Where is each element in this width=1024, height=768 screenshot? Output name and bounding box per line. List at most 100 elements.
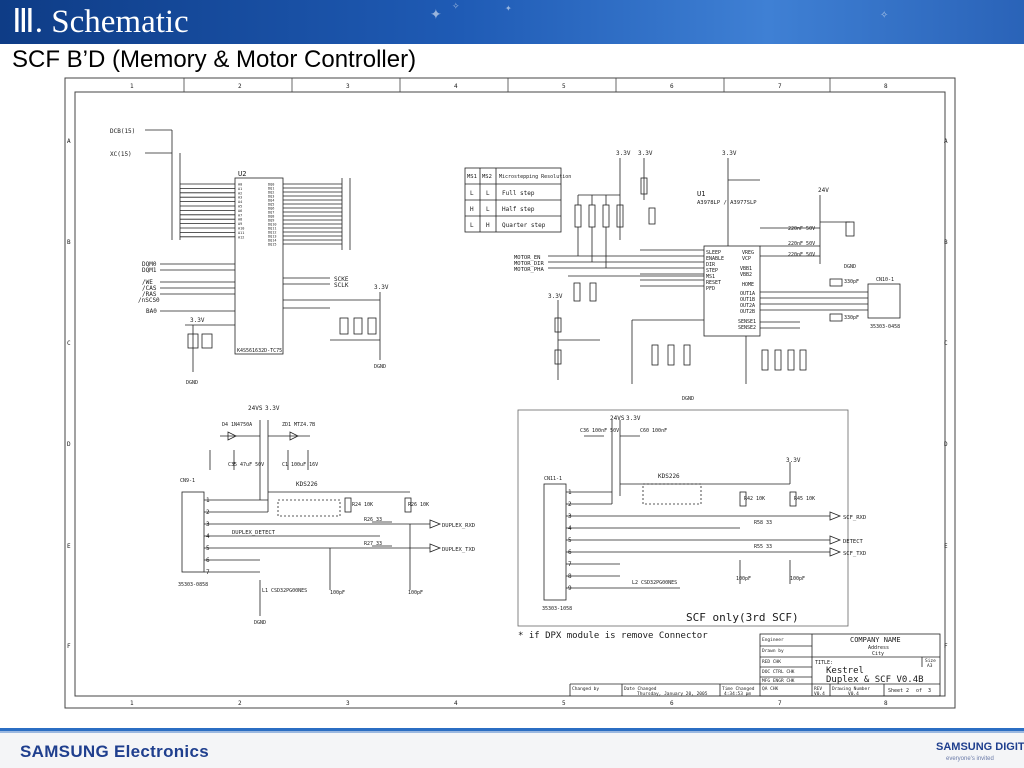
samsung-digitall-logo: SAMSUNG DIGITall [936,741,1024,753]
cn9-pin-number: 4 [206,533,210,540]
motor-ic-body [703,245,761,337]
cn11-pin-number: 3 [568,513,572,520]
cn9-pin-number: 3 [206,521,210,528]
memory-pin-label: A5 [238,205,242,209]
cn10-cap-top: 330pF [844,279,859,285]
net-label-duplex-txd: DUPLEX_TXD [442,547,475,553]
frame-col-marker-bottom: 6 [670,700,674,707]
motor-pin-vbb1: VBB1 [740,266,752,272]
motor-pin-out2a: OUT2A [740,303,755,309]
frame-row-marker-left: B [67,239,71,246]
scf-c60-label: C60 100nF [640,428,667,434]
net-label-dgnd-memory: DGND [186,380,198,386]
cn11-pin-number: 7 [568,561,572,568]
cn9-pin-number: 5 [206,545,210,552]
sheet-frame-inner [74,91,946,697]
net-label-we: /WE [142,279,153,286]
net-label-3v3-duplex: 3.3V [265,405,280,412]
motor-cap-label: 220nF 50V [788,226,815,232]
tb-date: Thursday, January 20, 2005 [637,691,708,697]
memory-pin-label: A2 [238,191,242,195]
memory-pin-label: DQ13 [268,235,276,239]
cn11-ref: CN11-1 [544,476,562,482]
kds226-array-scf [642,483,702,505]
tb-time: 4:34:53 pm [724,691,751,697]
slide-title: Ⅲ. Schematic [12,4,189,40]
net-label-3v3-memory-b: 3.3V [190,317,205,324]
duplex-c35-label: C35 47uF 50V [228,462,264,468]
memory-pin-label: DQ10 [268,223,276,227]
memory-ic-body [234,177,284,355]
duplex-c22-label: 100pF [408,590,423,596]
net-label-3v3-motor-a: 3.3V [616,150,631,157]
motor-cap-label: 220nF 50V [788,252,815,258]
cn9-pin-number: 1 [206,497,210,504]
kds226-array-duplex [277,499,341,517]
scf-r45-label: R45 10K [794,496,815,502]
ms-table-header-ms1: MS1 [467,174,477,180]
cn10-cap-bottom: 330pF [844,315,859,321]
cn9-ref: CN9-1 [180,478,195,484]
motor-pin-sleep: SLEEP [706,250,721,256]
duplex-r26-label: R26 10K [408,502,429,508]
memory-pin-label: A4 [238,200,242,204]
scf-r42-label: R42 10K [744,496,765,502]
tb-engineer: Engineer [762,637,784,643]
motor-pin-sense1: SENSE1 [738,319,756,325]
cn10-ref: CN10-1 [876,277,894,283]
ms-table-cell: H [470,206,474,213]
memory-part: K4S561632D-TC75 [237,348,282,354]
frame-row-marker-left: A [67,138,71,145]
ms-table-cell: L [486,206,490,213]
net-label-detect: DETECT [843,539,864,545]
motor-pin-vbb2: VBB2 [740,272,752,278]
frame-col-marker-top: 1 [130,83,134,90]
cn9-connector-body [181,491,205,573]
net-label-duplex-rxd: DUPLEX_RXD [442,523,475,529]
slide-footer [0,728,1024,768]
net-label-dgnd-motor: DGND [844,264,856,270]
net-label-scf-rxd: SCF_RXD [843,515,866,521]
duplex-c19-label: 100pF [330,590,345,596]
memory-pin-label: DQ4 [268,199,274,203]
net-label-3v3-motor-b: 3.3V [638,150,653,157]
cn11-pin-number: 4 [568,525,572,532]
ms-table-cell: Full step [502,190,535,197]
memory-pin-label: DQ1 [268,187,274,191]
tb-of: 3 [928,688,931,694]
frame-col-marker-top: 6 [670,83,674,90]
net-label-sclk: SCLK [334,282,349,289]
memory-pin-label: DQ11 [268,227,276,231]
tb-city: City [872,651,884,657]
net-label-3v3-motor-d: 3.3V [548,293,563,300]
net-label-3v3-motor-c: 3.3V [722,150,737,157]
motor-pin-dir: DIR [706,262,716,268]
cn10-part: 35303-0458 [870,324,900,330]
motor-pin-vcp: VCP [742,256,751,262]
tb-date-changed: Date Changed [624,686,657,692]
duplex-c1-label: C1 100uF 16V [282,462,318,468]
memory-pin-label: DQ5 [268,203,274,207]
motor-pin-sense2: SENSE2 [738,325,756,331]
ms-table-cell: L [486,190,490,197]
duplex-diode-label: D4 1N4750A [222,422,252,428]
tb-drawing-no: V0.4 [848,691,859,697]
tb-drawing-number: Drawing Number [832,686,870,692]
memory-pin-label: DQ9 [268,219,274,223]
net-label-dqm0: DQM0 [142,261,157,268]
tb-time-changed: Time Changed [722,686,755,692]
frame-row-marker-right: A [944,138,948,145]
tb-address: Address [868,645,889,651]
motor-pin-ms1: MS1 [706,274,715,280]
memory-pin-label: A8 [238,218,242,222]
cn11-pin-number: 1 [568,489,572,496]
frame-col-marker-top: 7 [778,83,782,90]
duplex-r24-label: R24 10K [352,502,373,508]
memory-pin-label: DQ0 [268,183,274,187]
scf-c57-label: 100pF [736,576,751,582]
scf-section-box [517,409,849,627]
memory-pin-label: DQ12 [268,231,276,235]
cn11-connector-body [543,483,567,601]
